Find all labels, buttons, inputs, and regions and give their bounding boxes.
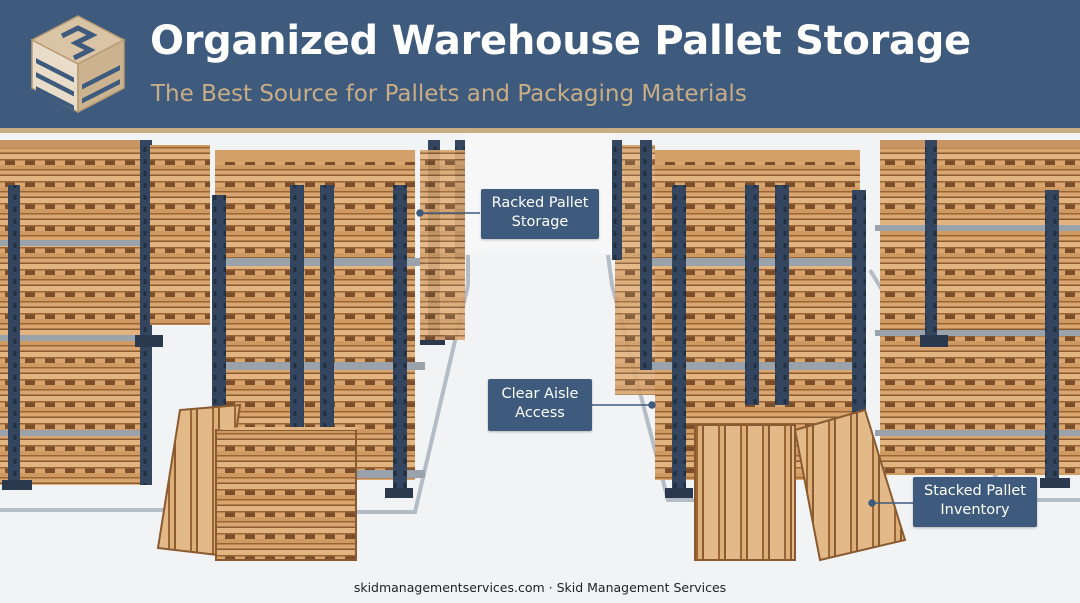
pallet-stack-right (692, 405, 907, 562)
callout-racked-line1: Racked Pallet (491, 195, 589, 211)
callout-stacked-line1: Stacked Pallet (923, 483, 1026, 499)
callout-leader-lines (416, 209, 913, 507)
footer-credit: skidmanagementservices.com · Skid Manage… (353, 580, 727, 595)
page-subtitle: The Best Source for Pallets and Packagin… (151, 81, 747, 107)
pallet-stack-left (156, 403, 358, 561)
rack-left (150, 140, 465, 498)
page-header: Organized Warehouse Pallet Storage The B… (0, 0, 1080, 133)
page-title: Organized Warehouse Pallet Storage (150, 18, 971, 64)
pallet-stack-logo-icon (30, 15, 126, 116)
rack-far-right (875, 140, 1080, 488)
callout-aisle-line2: Access (515, 405, 565, 421)
rack-far-left (0, 140, 163, 490)
callout-aisle-line1: Clear Aisle (501, 386, 579, 402)
callout-racked-line2: Storage (511, 214, 569, 230)
callout-clear-aisle-access: Clear Aisle Access (488, 379, 592, 431)
callout-stacked-line2: Inventory (940, 502, 1010, 518)
callout-stacked-pallet-inventory: Stacked Pallet Inventory (913, 477, 1037, 527)
callout-racked-pallet-storage: Racked Pallet Storage (481, 189, 599, 239)
